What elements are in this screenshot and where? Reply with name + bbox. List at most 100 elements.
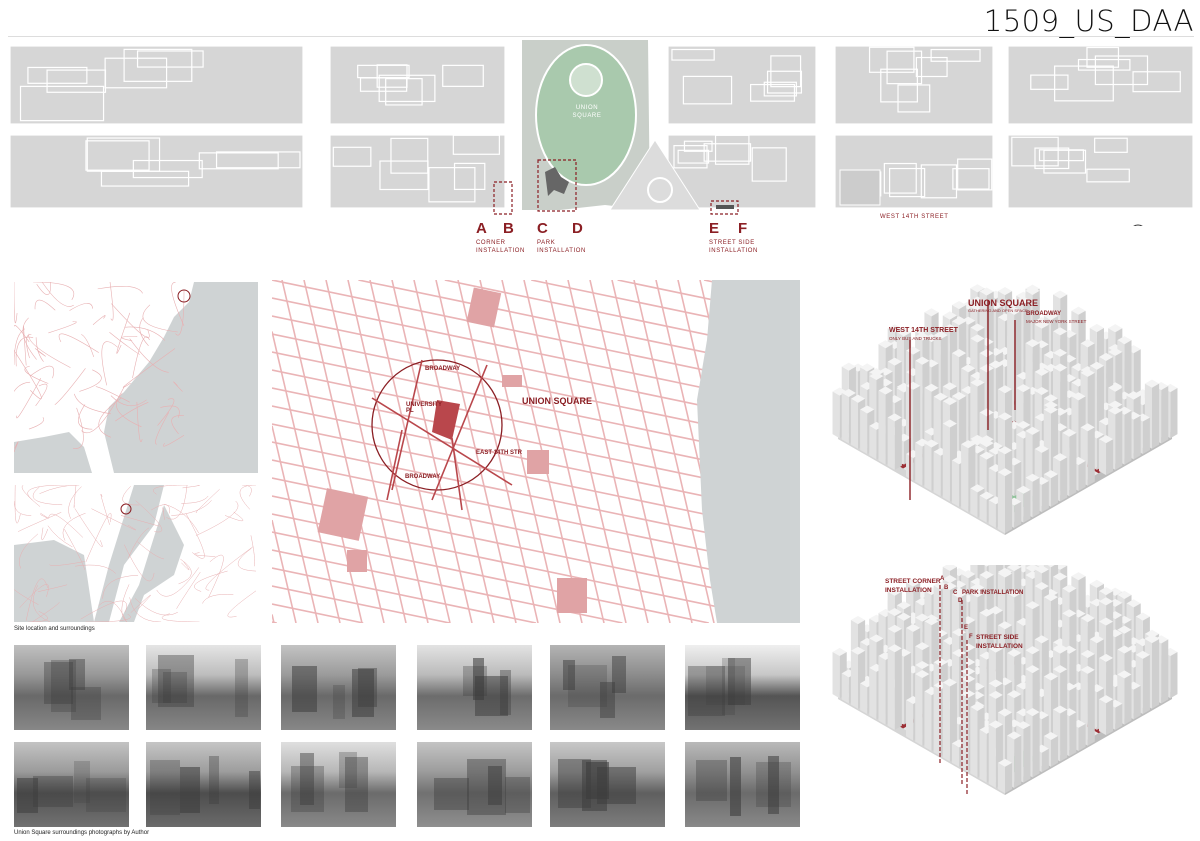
photo-detail <box>696 760 727 802</box>
photo-detail <box>86 777 126 813</box>
photo-detail <box>249 770 260 810</box>
broadway-south-label: BROADWAY <box>405 474 441 480</box>
park-label: UNION SQUARE <box>572 105 602 119</box>
photo-detail <box>557 759 592 808</box>
photo-detail <box>290 765 325 812</box>
axon-label-west-street: WEST 14TH STREET <box>889 327 958 334</box>
axon-label-broadway: BROADWAY <box>1026 311 1062 317</box>
east-street-label: EAST 14TH STR <box>476 450 523 456</box>
union-square-label: UNION SQUARE <box>522 396 593 406</box>
marker-letter-b: B <box>503 220 514 237</box>
site-photo-1 <box>14 645 129 730</box>
context-maps-caption: Site location and surroundings <box>14 626 95 632</box>
photo-detail <box>149 759 180 815</box>
site-photo-5 <box>550 645 665 730</box>
photo-detail <box>721 657 736 716</box>
site-photo-8 <box>146 742 261 827</box>
axon-sub-broadway: MAJOR NEW YORK STREET <box>1026 319 1087 324</box>
photo-detail <box>466 758 507 816</box>
photo-detail <box>434 777 469 810</box>
marker-caption-street: STREET SIDE INSTALLATION <box>709 239 758 255</box>
axonometric-installations <box>832 565 1178 795</box>
marker-letter-c: C <box>537 220 548 237</box>
photo-detail <box>768 755 780 815</box>
axonometric-context <box>832 284 1178 535</box>
us-east-coast-map <box>14 282 258 473</box>
site-photo-9 <box>281 742 396 827</box>
photo-detail <box>332 685 345 719</box>
photo-detail <box>463 665 487 696</box>
label-line: INSTALLATION <box>976 643 1023 650</box>
photo-detail <box>563 660 575 691</box>
axon-letter-b: B <box>944 585 949 591</box>
site-photo-3 <box>281 645 396 730</box>
photo-detail <box>755 762 791 808</box>
street-label: WEST 14TH STREET <box>880 214 949 220</box>
axon-label-street-side: STREET SIDE INSTALLATION <box>976 633 1023 651</box>
photo-detail <box>234 658 248 718</box>
site-plan <box>9 40 1194 226</box>
axon-sub-west-street: ONLY BUS AND TRUCKS <box>889 336 942 341</box>
axon-letter-c: C <box>953 590 958 596</box>
site-photo-7 <box>14 742 129 827</box>
site-photo-2 <box>146 645 261 730</box>
photos-caption: Union Square surroundings photographs by… <box>14 830 150 836</box>
axon-letter-f: F <box>969 634 973 640</box>
photo-detail <box>504 776 531 813</box>
axon-letter-e: E <box>964 625 969 631</box>
photo-detail <box>70 687 102 720</box>
photo-detail <box>209 755 220 804</box>
caption-line: INSTALLATION <box>476 248 525 254</box>
north-arrow-icon <box>1133 224 1143 226</box>
photo-detail <box>44 662 73 705</box>
photo-detail <box>299 752 315 806</box>
axon-sub-union-square: GATHERING AND OPEN SPACE <box>968 308 1028 313</box>
photo-detail <box>611 656 626 693</box>
caption-line: INSTALLATION <box>709 248 758 254</box>
main-street-map <box>272 280 800 623</box>
site-photo-10 <box>417 742 532 827</box>
photo-detail <box>499 669 512 715</box>
photo-detail <box>73 761 90 804</box>
axon-label-corner: STREET CORNER INSTALLATION <box>885 577 941 595</box>
site-photo-11 <box>550 742 665 827</box>
nyc-map <box>14 485 256 622</box>
broadway-north-label: BROADWAY <box>425 366 461 372</box>
photo-detail <box>352 669 375 717</box>
photo-detail <box>472 658 484 701</box>
caption-line: STREET SIDE <box>709 240 755 246</box>
axon-label-union-square: UNION SQUARE <box>968 298 1039 308</box>
photo-detail <box>158 655 194 707</box>
site-photo-4 <box>417 645 532 730</box>
photo-detail <box>600 682 616 719</box>
caption-line: CORNER <box>476 240 506 246</box>
axon-letter-a: A <box>940 576 945 582</box>
marker-caption-corner: CORNER INSTALLATION <box>476 239 525 255</box>
marker-letter-f: F <box>738 220 748 237</box>
photo-detail <box>487 766 502 806</box>
photo-detail <box>339 752 358 788</box>
axon-label-park: PARK INSTALLATION <box>962 590 1024 596</box>
site-photo-12 <box>685 742 800 827</box>
photo-detail <box>345 756 368 812</box>
photo-detail <box>50 660 77 712</box>
label-line: INSTALLATION <box>885 587 932 594</box>
marker-letter-a: A <box>476 220 487 237</box>
photo-detail <box>163 672 187 703</box>
photo-detail <box>729 756 741 816</box>
board-title: 1509_US_DAA <box>983 4 1194 38</box>
photo-detail <box>727 658 751 705</box>
marker-letter-e: E <box>709 220 720 237</box>
marker-letter-d: D <box>572 220 583 237</box>
label-line: STREET CORNER <box>885 578 941 585</box>
photo-detail <box>292 666 317 713</box>
photo-detail <box>706 665 745 706</box>
photo-detail <box>68 659 85 691</box>
caption-line: PARK <box>537 240 556 246</box>
university-pl-label: UNIVERSITY PL <box>406 402 442 414</box>
divider <box>8 36 1194 37</box>
photo-detail <box>33 776 73 807</box>
photo-detail <box>151 669 171 703</box>
label-line: STREET SIDE <box>976 634 1019 641</box>
